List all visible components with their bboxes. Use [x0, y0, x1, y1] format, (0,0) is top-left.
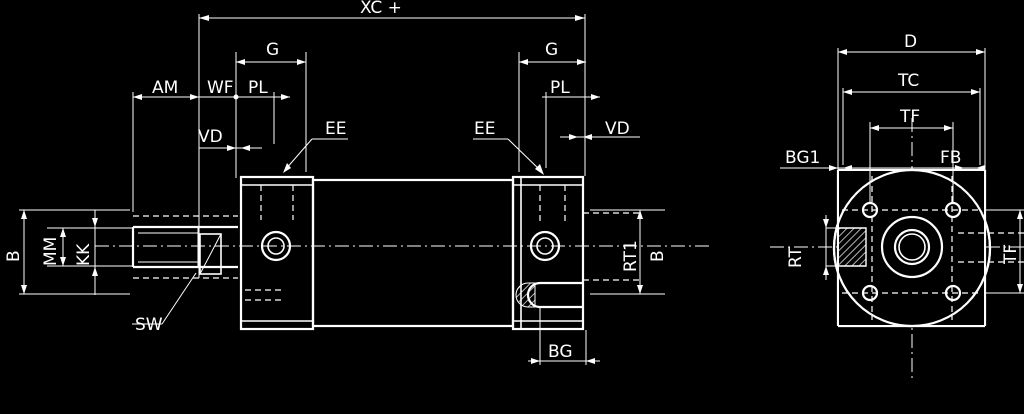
dim-label-rt1: RT1	[621, 240, 641, 272]
dim-label-vd-right: VD	[605, 119, 630, 139]
dimension-lines	[21, 15, 643, 364]
rear-cover	[511, 175, 640, 331]
dim-label-vd-left: VD	[198, 127, 223, 147]
front-cover	[239, 175, 315, 331]
rod-end-circle	[880, 215, 944, 279]
dim-label-rt: RT	[786, 246, 806, 268]
dim-label-tf-side: TF	[1001, 244, 1021, 265]
dim-label-tf-top: TF	[899, 107, 920, 127]
dim-label-g-right: G	[545, 40, 558, 60]
dim-label-am: AM	[152, 78, 178, 98]
side-view: XC + G G AM WF PL PL VD VD EE EE B MM KK…	[4, 0, 710, 365]
leader-lines	[132, 138, 544, 325]
cylinder-barrel	[311, 178, 515, 328]
dim-label-wf: WF	[207, 78, 234, 98]
side-view-labels: XC + G G AM WF PL PL VD VD EE EE B MM KK…	[4, 0, 668, 362]
piston-rod	[131, 215, 238, 279]
end-view-labels: D TC TF BG1 FB RT TF	[785, 32, 1021, 268]
end-view: D TC TF BG1 FB RT TF	[770, 32, 1024, 380]
dim-label-g-left: G	[266, 40, 279, 60]
dim-label-kk: KK	[74, 243, 94, 266]
dim-label-ee-right: EE	[474, 119, 495, 139]
extension-lines	[19, 14, 665, 365]
dim-label-xc: XC +	[360, 0, 402, 18]
dim-label-pl-right: PL	[550, 78, 570, 98]
dim-label-bg: BG	[548, 342, 573, 362]
dim-label-fb: FB	[940, 148, 961, 168]
dim-label-bg1: BG1	[785, 148, 820, 168]
dim-label-b-right: B	[648, 250, 668, 262]
dim-label-sw: SW	[135, 315, 163, 335]
dim-label-b-left: B	[4, 250, 24, 262]
dim-label-tc: TC	[897, 71, 919, 91]
dim-label-ee-left: EE	[325, 119, 346, 139]
dim-label-pl-left: PL	[248, 78, 268, 98]
dim-label-mm: MM	[41, 237, 61, 266]
dim-label-d: D	[904, 32, 917, 52]
